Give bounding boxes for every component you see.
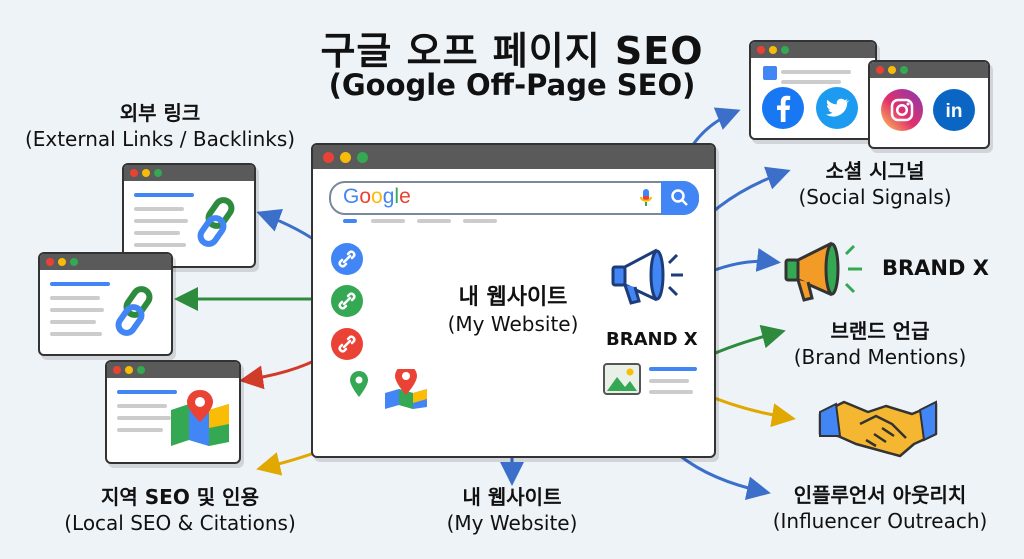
my-website-bottom-ko: 내 웹사이트 — [462, 485, 562, 509]
map-icon — [171, 390, 229, 446]
link-icon — [197, 197, 235, 247]
search-button[interactable] — [661, 181, 699, 215]
megaphone-icon — [784, 241, 862, 302]
facebook-icon[interactable] — [761, 86, 805, 130]
my-website-bottom-en: (My Website) — [446, 511, 578, 535]
social-window-1 — [749, 40, 877, 140]
twitter-icon[interactable] — [815, 86, 859, 130]
backlink-window-1 — [122, 163, 256, 268]
microphone-icon[interactable] — [639, 188, 653, 208]
influencer-label: 인플루언서 아웃리치 (Influencer Outreach) — [760, 482, 1000, 534]
main-center-label: 내 웹사이트 (My Website) — [403, 285, 623, 337]
instagram-icon[interactable] — [880, 88, 924, 132]
google-logo: Google — [343, 185, 411, 208]
map-pin-icon — [350, 369, 427, 409]
social-signals-label: 소셜 시그널 (Social Signals) — [765, 158, 985, 210]
social-signals-ko: 소셜 시그널 — [825, 159, 925, 183]
local-seo-label: 지역 SEO 및 인용 (Local SEO & Citations) — [40, 484, 320, 536]
main-center-en: (My Website) — [447, 312, 579, 336]
link-icon — [115, 286, 153, 336]
main-website-window: Google 내 웹사이 — [311, 143, 716, 458]
influencer-en: (Influencer Outreach) — [772, 509, 988, 533]
my-website-bottom-label: 내 웹사이트 (My Website) — [400, 484, 624, 536]
local-seo-window — [105, 360, 241, 464]
influencer-ko: 인플루언서 아웃리치 — [793, 483, 967, 507]
external-links-en: (External Links / Backlinks) — [24, 127, 296, 151]
image-icon — [603, 363, 641, 395]
search-icon — [671, 189, 688, 206]
brand-mentions-label: 브랜드 언급 (Brand Mentions) — [770, 318, 990, 370]
local-seo-ko: 지역 SEO 및 인용 — [101, 485, 259, 509]
backlink-window-2 — [38, 252, 173, 356]
external-links-label: 외부 링크 (External Links / Backlinks) — [10, 100, 310, 152]
link-icon — [331, 285, 363, 317]
title-english: (Google Off-Page SEO) — [328, 68, 696, 102]
link-icon — [331, 328, 363, 360]
external-links-ko: 외부 링크 — [119, 101, 201, 125]
search-bar[interactable]: Google — [329, 181, 699, 215]
social-window-2: in — [868, 60, 990, 149]
main-center-ko: 내 웹사이트 — [458, 285, 568, 310]
linkedin-icon[interactable]: in — [932, 88, 976, 132]
megaphone-icon — [611, 248, 683, 305]
handshake-icon — [818, 400, 938, 458]
brand-mentions-ko: 브랜드 언급 — [830, 319, 930, 343]
title-korean: 구글 오프 페이지 SEO — [320, 29, 704, 73]
svg-text:in: in — [946, 101, 963, 122]
local-seo-en: (Local SEO & Citations) — [64, 511, 296, 535]
social-signals-en: (Social Signals) — [798, 185, 952, 209]
link-icon — [331, 243, 363, 275]
brand-mentions-en: (Brand Mentions) — [793, 345, 967, 369]
main-brand-label: BRAND X — [606, 329, 698, 350]
brand-x-label: BRAND X — [882, 256, 989, 280]
